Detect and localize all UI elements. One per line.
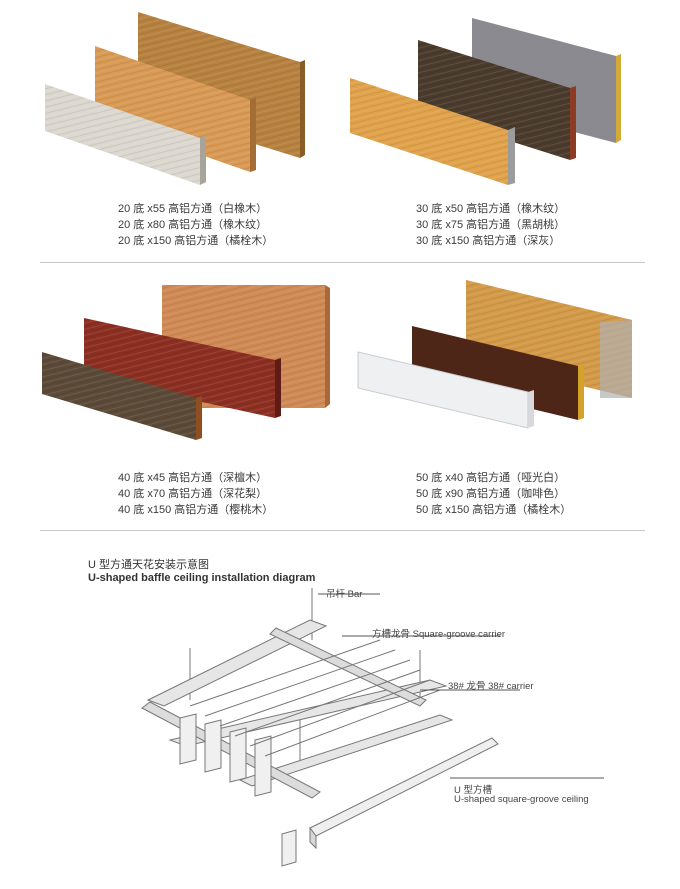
product-caption-2: 30 底 x50 高铝方通（橡木纹） 30 底 x75 高铝方通（黑胡桃） 30… — [416, 201, 565, 249]
caption-line: 20 底 x55 高铝方通（白橡木） — [118, 203, 268, 215]
label-38-carrier: 38# 龙骨 38# carrier — [448, 681, 534, 692]
diagram-title-cn: U 型方通天花安装示意图 — [88, 559, 209, 571]
beam-white-oak — [45, 84, 206, 185]
caption-line: 20 底 x80 高铝方通（橡木纹） — [118, 219, 268, 231]
caption-line: 40 底 x70 高铝方通（深花梨） — [118, 488, 268, 500]
label-bar: 吊杆 Bar — [326, 589, 363, 600]
product-caption-1: 20 底 x55 高铝方通（白橡木） 20 底 x80 高铝方通（橡木纹） 20… — [118, 201, 273, 249]
beam-group-1 — [45, 12, 305, 185]
caption-line: 40 底 x45 高铝方通（深檀木） — [118, 472, 268, 484]
installation-diagram — [141, 588, 604, 867]
diagram-title: U 型方通天花安装示意图 U-shaped baffle ceiling ins… — [88, 559, 315, 585]
beam-matte-white — [357, 351, 534, 429]
beam-ash-wood — [138, 12, 305, 158]
caption-line: 20 底 x150 高铝方通（橘栓木） — [118, 235, 274, 247]
label-u-groove-en: U-shaped square-groove ceiling — [454, 794, 589, 805]
caption-line: 50 底 x40 高铝方通（哑光白） — [416, 472, 566, 484]
beam-coffee — [412, 326, 584, 420]
beam-black-walnut — [418, 40, 576, 160]
caption-line: 50 底 x150 高铝方通（橘栓木） — [416, 504, 572, 516]
beam-ash-wood-2 — [466, 280, 632, 398]
beam-group-4 — [357, 280, 632, 429]
section-divider — [40, 530, 645, 531]
diagram-title-en: U-shaped baffle ceiling installation dia… — [88, 572, 316, 584]
caption-line: 30 底 x150 高铝方通（深灰） — [416, 235, 561, 247]
section-divider — [40, 262, 645, 263]
label-u-groove-cn: U 型方槽 — [454, 785, 493, 796]
beam-oak-grain-2 — [350, 78, 515, 185]
beam-group-2 — [350, 18, 621, 185]
beam-oak-grain — [95, 46, 256, 172]
product-caption-3: 40 底 x45 高铝方通（深檀木） 40 底 x70 高铝方通（深花梨） 40… — [118, 470, 273, 518]
beam-dark-rosewood — [84, 318, 281, 418]
caption-line: 30 底 x75 高铝方通（黑胡桃） — [416, 219, 566, 231]
label-square-groove-carrier: 方槽龙骨 Square-groove carrier — [372, 629, 506, 640]
product-caption-4: 50 底 x40 高铝方通（哑光白） 50 底 x90 高铝方通（咖啡色） 50… — [416, 470, 571, 518]
caption-line: 50 底 x90 高铝方通（咖啡色） — [416, 488, 566, 500]
caption-line: 30 底 x50 高铝方通（橡木纹） — [416, 203, 566, 215]
beam-group-3 — [42, 285, 330, 440]
beam-dark-sandalwood — [42, 352, 202, 440]
caption-line: 40 底 x150 高铝方通（樱桃木） — [118, 504, 274, 516]
